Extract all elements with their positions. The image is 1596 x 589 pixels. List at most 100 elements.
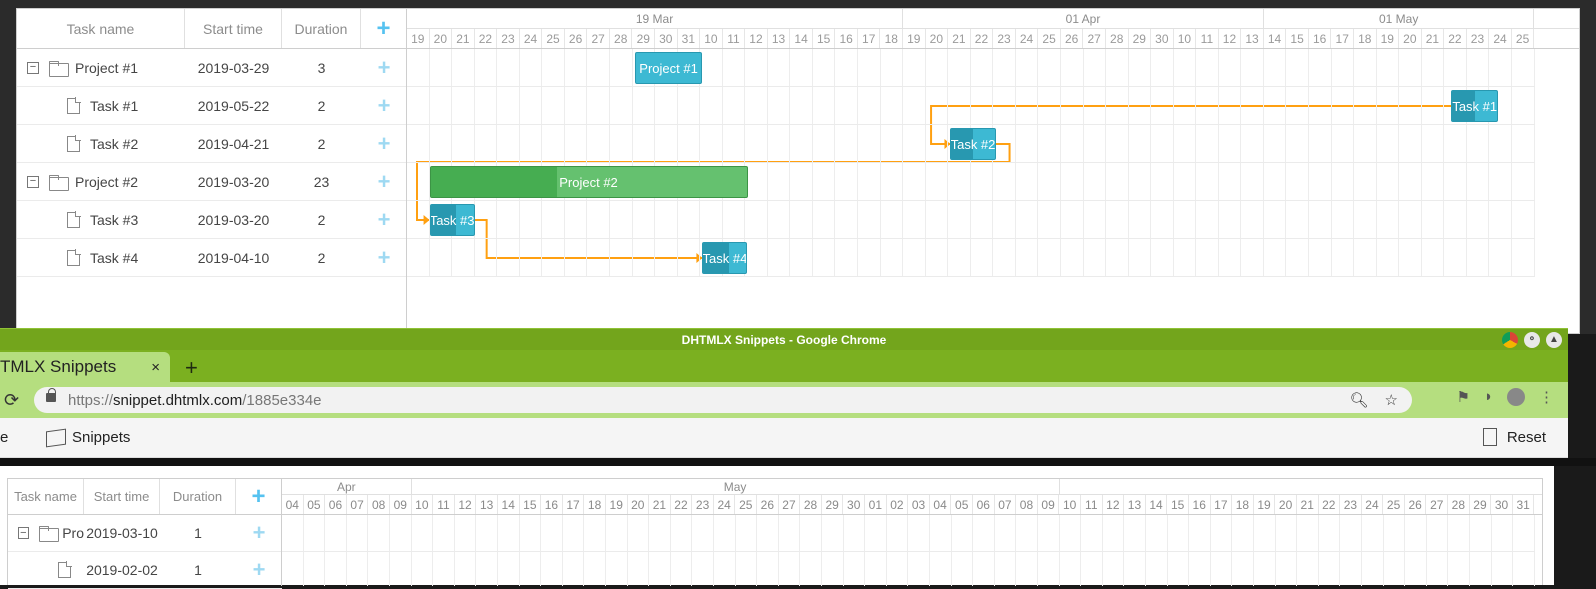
- column-header-duration[interactable]: Duration: [282, 9, 361, 48]
- day-cell: 10: [1174, 29, 1197, 48]
- reload-icon[interactable]: ⟳: [4, 390, 20, 410]
- day-cell: 16: [1189, 495, 1211, 514]
- day-cell: 15: [520, 495, 542, 514]
- file-icon: [67, 248, 81, 266]
- grid-column-line: [1082, 49, 1084, 277]
- month-cell: May: [412, 479, 1060, 495]
- column-header-duration[interactable]: Duration: [160, 479, 236, 514]
- collapse-toggle-icon[interactable]: −: [27, 61, 39, 74]
- address-bar[interactable]: https://snippet.dhtmlx.com/1885e334e 🔍︎ …: [34, 387, 1412, 413]
- start-time-cell: 2019-04-10: [197, 249, 270, 266]
- add-subtask-button[interactable]: +: [361, 201, 407, 238]
- plus-icon: +: [252, 520, 266, 545]
- day-cell: 03: [908, 495, 930, 514]
- grid-column-line: [1510, 49, 1512, 277]
- task-name: Task #4: [90, 249, 139, 266]
- start-time-cell: 2019-02-02: [86, 562, 158, 578]
- day-cell: 27: [1426, 495, 1449, 514]
- day-cell: 15: [813, 29, 836, 48]
- menu-icon[interactable]: ⋮: [1539, 389, 1554, 406]
- zoom-icon[interactable]: 🔍︎: [1349, 392, 1369, 409]
- column-header-start-time[interactable]: Start time: [185, 9, 282, 48]
- gantt-bar[interactable]: Task #4: [702, 242, 748, 274]
- gantt-bar[interactable]: Project #2: [429, 166, 748, 198]
- add-subtask-button[interactable]: +: [361, 125, 407, 162]
- url-host: snippet.dhtmlx.com: [113, 391, 243, 409]
- profile-avatar[interactable]: [1507, 388, 1525, 406]
- toolbar-item-partial[interactable]: e: [0, 429, 9, 446]
- day-cell: 15: [1167, 495, 1189, 514]
- link-task1-task2[interactable]: [930, 105, 1452, 145]
- extension-icon-2[interactable]: ◗: [1483, 388, 1493, 405]
- grid-column-line: [676, 49, 678, 277]
- grid-column-line: [699, 49, 701, 277]
- start-time-cell: 2019-03-20: [197, 211, 270, 228]
- close-tab-icon[interactable]: ×: [151, 358, 160, 376]
- add-subtask-button[interactable]: +: [361, 239, 407, 276]
- tab-dhtmlx-snippets[interactable]: TMLX Snippets ×: [0, 352, 170, 382]
- collapse-toggle-icon[interactable]: −: [18, 527, 29, 539]
- add-subtask-button[interactable]: +: [236, 515, 282, 551]
- gantt-bar[interactable]: Task #2: [950, 128, 996, 160]
- grid-column-line: [1296, 515, 1298, 586]
- collapse-toggle-icon[interactable]: −: [27, 175, 39, 188]
- column-header-start-time[interactable]: Start time: [84, 479, 160, 514]
- gantt-bar[interactable]: Project #1: [634, 52, 703, 84]
- grid-column-line: [1447, 515, 1449, 586]
- minimize-icon[interactable]: ⚬: [1524, 332, 1540, 348]
- extension-icon[interactable]: ⚑: [1456, 389, 1470, 406]
- add-subtask-button[interactable]: +: [361, 49, 407, 86]
- add-task-button[interactable]: +: [236, 479, 282, 514]
- day-cell: 31: [1513, 495, 1535, 514]
- timeline-area[interactable]: [282, 515, 1542, 586]
- new-tab-button[interactable]: +: [185, 355, 198, 380]
- snippets-button[interactable]: Snippets: [46, 428, 130, 447]
- add-task-button[interactable]: +: [361, 9, 407, 48]
- day-cell: 17: [858, 29, 881, 48]
- task-name: Project #1: [75, 59, 139, 76]
- gantt-bar[interactable]: Task #1: [1451, 90, 1499, 122]
- bar-label: Project #2: [559, 174, 618, 190]
- grid-column-line: [1101, 515, 1103, 586]
- day-cell: 16: [835, 29, 858, 48]
- map-icon: [46, 428, 66, 447]
- add-subtask-button[interactable]: +: [361, 87, 407, 124]
- file-icon: [67, 96, 81, 114]
- bookmark-star-icon[interactable]: ☆: [1384, 392, 1398, 409]
- grid-column-line: [1145, 515, 1146, 586]
- timeline-area[interactable]: Project #1 Task #1 Task #2 Project #2 Task #…: [407, 49, 1579, 335]
- reset-button[interactable]: Reset: [1482, 428, 1546, 446]
- grid-column-line: [1353, 49, 1355, 277]
- day-cell: 09: [1038, 495, 1060, 514]
- plus-icon: +: [252, 557, 266, 582]
- grid-column-line: [451, 49, 453, 277]
- day-cell: 21: [452, 29, 475, 48]
- gantt-bar[interactable]: Task #3: [429, 204, 475, 236]
- day-cell: 16: [541, 495, 563, 514]
- day-cell: 18: [880, 29, 904, 48]
- page-icon: [1482, 428, 1497, 446]
- window-titlebar: DHTMLX Snippets - Google Chrome ⚬ ▲: [0, 328, 1568, 350]
- grid-column-line: [497, 515, 498, 586]
- day-cell: 13: [476, 495, 498, 514]
- task-name-cell: Task #3: [17, 201, 185, 238]
- day-cell: 20: [628, 495, 650, 514]
- column-header-task-name[interactable]: Task name: [8, 479, 84, 514]
- column-header-task-name[interactable]: Task name: [17, 9, 185, 48]
- add-subtask-button[interactable]: +: [361, 163, 407, 200]
- task-name-cell: Task #1: [17, 87, 185, 124]
- day-cell: 14: [1264, 29, 1287, 48]
- link-task3-task4[interactable]: [474, 219, 703, 259]
- add-subtask-button[interactable]: +: [236, 552, 282, 588]
- maximize-icon[interactable]: ▲: [1546, 332, 1562, 348]
- start-time-cell: 2019-03-29: [197, 59, 270, 76]
